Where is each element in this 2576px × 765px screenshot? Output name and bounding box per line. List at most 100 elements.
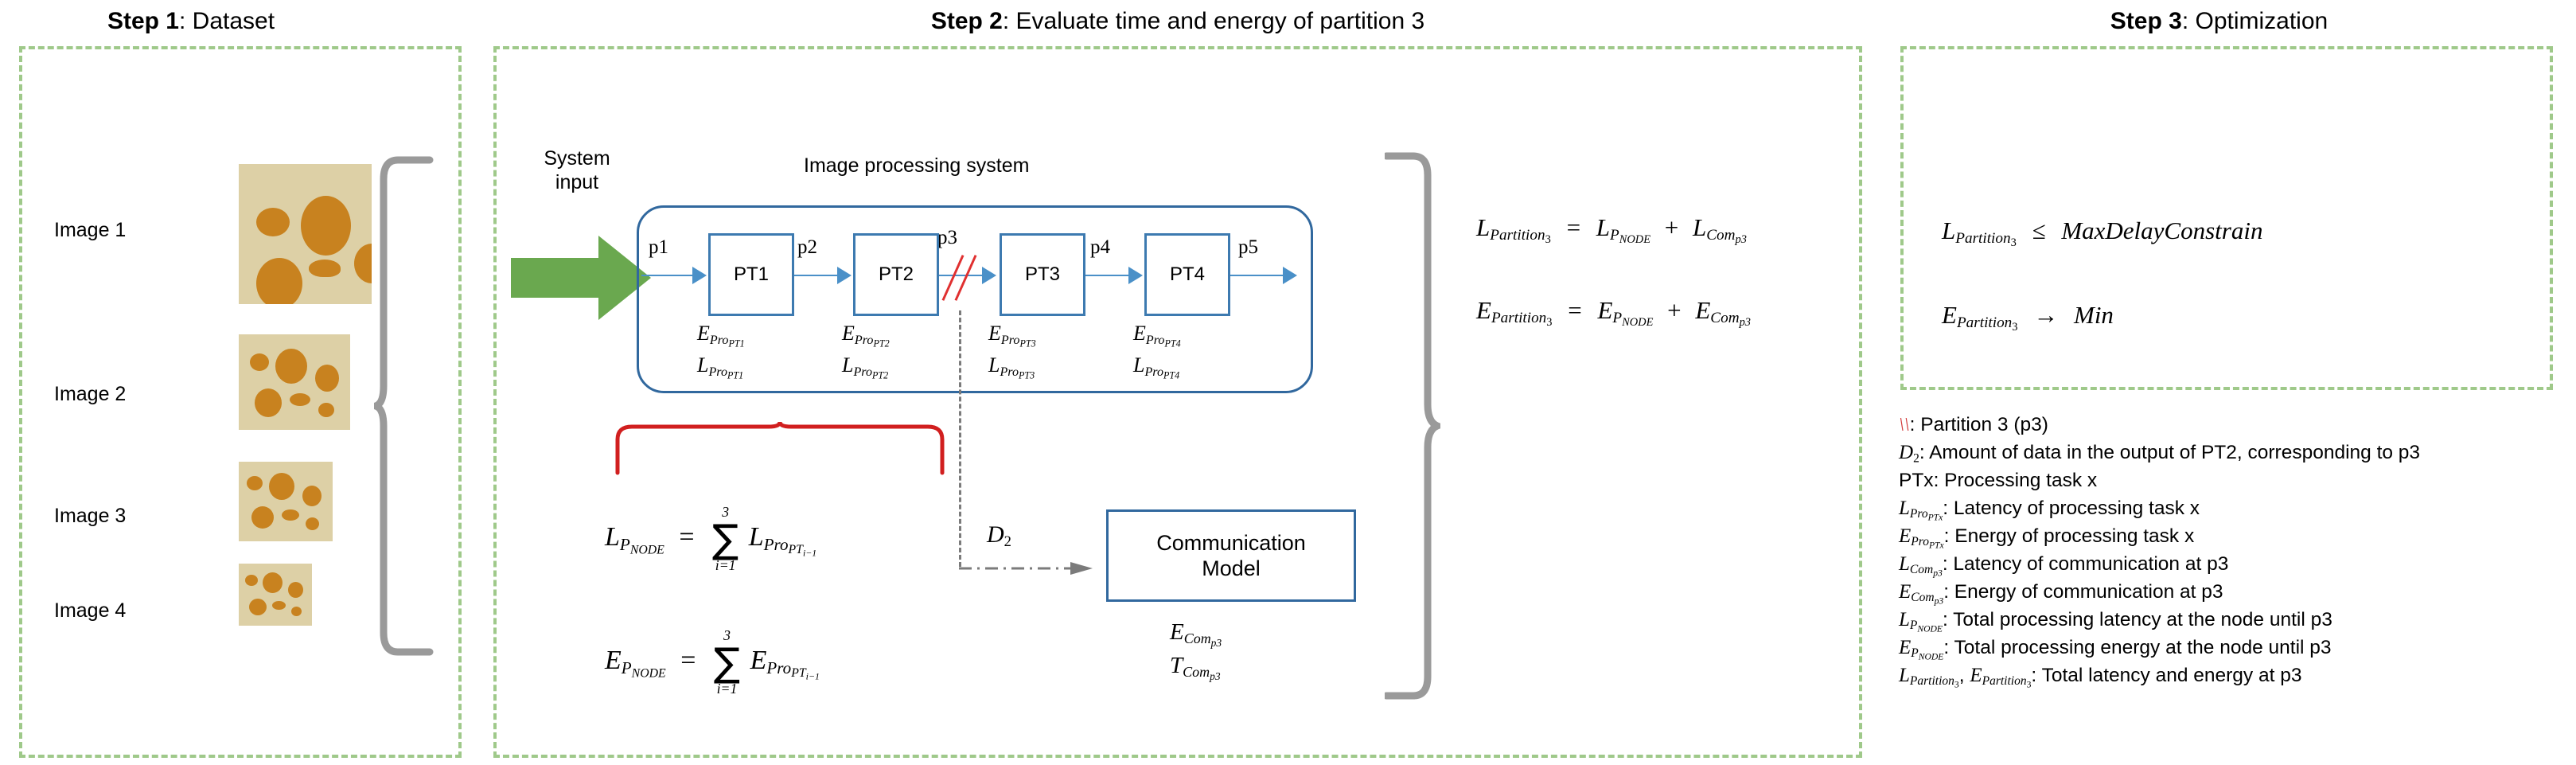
connector-arrowhead-p2-icon xyxy=(837,267,852,284)
system-input-line2: input xyxy=(555,170,599,193)
connector-arrowhead-p1-icon xyxy=(692,267,707,284)
image-processing-system-title: Image processing system xyxy=(804,154,1030,177)
port-label-p5: p5 xyxy=(1238,236,1258,258)
legend-text-partition: : Partition 3 (p3) xyxy=(1909,414,2048,435)
connector-line-p1 xyxy=(641,275,692,276)
pt3-energy-sub2: PT3 xyxy=(1019,337,1036,349)
legend-text-data: : Amount of data in the output of PT2, c… xyxy=(1919,442,2421,463)
step3-panel xyxy=(1900,46,2553,390)
node-energy-term: EProPTi−1 xyxy=(750,646,820,682)
node-latency-summation: 3 ∑ i=1 xyxy=(712,504,739,573)
node-energy-equals: = xyxy=(680,646,696,676)
legend-item-latency-node: LPNODE: Total processing latency at the … xyxy=(1899,606,2420,634)
node-latency-formula: LPNODE = 3 ∑ i=1 LProPTi−1 xyxy=(605,505,816,573)
pt3-latency-sub: Pro xyxy=(1000,365,1019,379)
optimization-constraint: LPartition3 ≤ MaxDelayConstrain xyxy=(1942,217,2262,250)
legend-symbol-d2: D2 xyxy=(1899,442,1919,466)
pt1-label: PT1 xyxy=(733,263,769,285)
pt1-latency-sub: Pro xyxy=(708,365,728,379)
legend-text-energy-node: : Total processing energy at the node un… xyxy=(1943,637,2332,658)
image4-thumbnail xyxy=(239,564,312,626)
pt3-latency-base: L xyxy=(988,353,1000,377)
step1-sep: : xyxy=(178,8,193,34)
partition-energy-term2: EComp3 xyxy=(1695,296,1751,330)
pt2-label: PT2 xyxy=(878,263,914,285)
step2-panel xyxy=(493,46,1862,758)
image3-label: Image 3 xyxy=(54,505,127,527)
pt3-energy-base: E xyxy=(988,322,1001,345)
pt3-energy-sub: Pro xyxy=(1000,333,1020,347)
system-input-line1: System xyxy=(544,147,610,170)
partition-energy-equals: = xyxy=(1568,296,1582,324)
pt1-metrics: EProPT1 LProPT1 xyxy=(697,318,745,383)
pt3-label: PT3 xyxy=(1024,263,1060,285)
pt4-latency-sub: Pro xyxy=(1144,365,1164,379)
node-energy-formula: EPNODE = 3 ∑ i=1 EProPTi−1 xyxy=(605,627,820,697)
system-input-label: System input xyxy=(517,147,637,194)
legend-symbol-epartition: EPartition3 xyxy=(1970,665,2032,690)
step1-title: Step 1: Dataset xyxy=(0,8,382,35)
step1-number: Step 1 xyxy=(107,8,179,34)
connector-line-p5 xyxy=(1226,275,1283,276)
pt4-latency-base: L xyxy=(1133,353,1145,377)
data-amount-label: D2 xyxy=(987,521,1011,551)
objective-operator: → xyxy=(2033,301,2059,329)
partition-latency-formula: LPartition3 = LPNODE + LComp3 xyxy=(1476,213,1747,247)
legend-text-energy-comm: : Energy of communication at p3 xyxy=(1943,581,2223,603)
legend-item-energy-task: EProPTx: Energy of processing task x xyxy=(1899,522,2420,551)
step2-title: Step 2: Evaluate time and energy of part… xyxy=(493,8,1862,35)
legend-symbol-lpartition: LPartition3 xyxy=(1899,665,1959,690)
node-energy-summation: 3 ∑ i=1 xyxy=(713,627,741,697)
legend-item-energy-node: EPNODE: Total processing energy at the n… xyxy=(1899,634,2420,662)
pt1-latency-base: L xyxy=(697,353,709,377)
step2-sep: : xyxy=(1002,8,1016,34)
objective-lhs: EPartition3 xyxy=(1942,301,2018,334)
partition-latency-term1: LPNODE xyxy=(1596,213,1650,247)
legend-symbol-epro: EProPTx xyxy=(1899,525,1944,551)
objective-rhs: Min xyxy=(2074,301,2114,329)
partition-divider-line xyxy=(959,310,961,567)
legend-item-data: D2: Amount of data in the output of PT2,… xyxy=(1899,439,2420,466)
step2-label: Evaluate time and energy of partition 3 xyxy=(1015,8,1425,34)
sum-lower-limit: i=1 xyxy=(715,556,736,573)
step1-panel xyxy=(19,46,462,758)
pt2-energy-sub2: PT2 xyxy=(873,337,890,349)
processing-task-pt3-box: PT3 xyxy=(1000,233,1085,316)
step3-number: Step 3 xyxy=(2110,8,2182,34)
image-processing-system-box xyxy=(637,205,1313,393)
step2-results-brace xyxy=(1385,151,1440,701)
partition-divider-to-comm xyxy=(959,562,1102,598)
image3-thumbnail xyxy=(239,462,333,541)
communication-time-out: TComp3 xyxy=(1170,653,1221,682)
pt3-metrics: EProPT3 LProPT3 xyxy=(988,318,1036,383)
constraint-rhs: MaxDelayConstrain xyxy=(2061,217,2263,244)
legend-symbol-lcom: LComp3 xyxy=(1899,553,1943,579)
constraint-operator: ≤ xyxy=(2032,217,2046,244)
node-latency-term: LProPTi−1 xyxy=(748,522,817,559)
pt4-energy-sub: Pro xyxy=(1145,333,1165,347)
port-label-p1: p1 xyxy=(649,236,668,258)
communication-energy-out: EComp3 xyxy=(1170,619,1222,649)
pt4-metrics: EProPT4 LProPT4 xyxy=(1133,318,1181,383)
pt2-latency-base: L xyxy=(842,353,854,377)
pt4-energy-base: E xyxy=(1133,322,1146,345)
image1-thumbnail xyxy=(239,164,372,304)
image4-label: Image 4 xyxy=(54,599,127,622)
sum-lower-limit-energy: i=1 xyxy=(716,680,738,697)
connector-arrowhead-p3-icon xyxy=(982,267,996,284)
step3-label: Optimization xyxy=(2195,8,2329,34)
legend-text-latency-node: : Total processing latency at the node u… xyxy=(1942,609,2332,630)
port-label-p2: p2 xyxy=(797,236,817,258)
legend-text-ptx: : Processing task x xyxy=(1933,470,2098,491)
communication-model-line2: Model xyxy=(1202,556,1261,580)
partition-slash-icon: \\ xyxy=(1899,414,1910,435)
legend-symbol-lpro: LProPTx xyxy=(1899,498,1943,523)
partition-energy-term1: EPNODE xyxy=(1597,296,1654,330)
pt2-energy-base: E xyxy=(842,322,855,345)
optimization-objective: EPartition3 → Min xyxy=(1942,301,2114,334)
connector-arrowhead-p5-icon xyxy=(1283,267,1297,284)
port-label-p4: p4 xyxy=(1090,236,1110,258)
pt4-energy-sub2: PT4 xyxy=(1164,337,1181,349)
legend-symbol-ecom: EComp3 xyxy=(1899,581,1944,607)
sum-upper-limit-energy: 3 xyxy=(723,627,731,643)
